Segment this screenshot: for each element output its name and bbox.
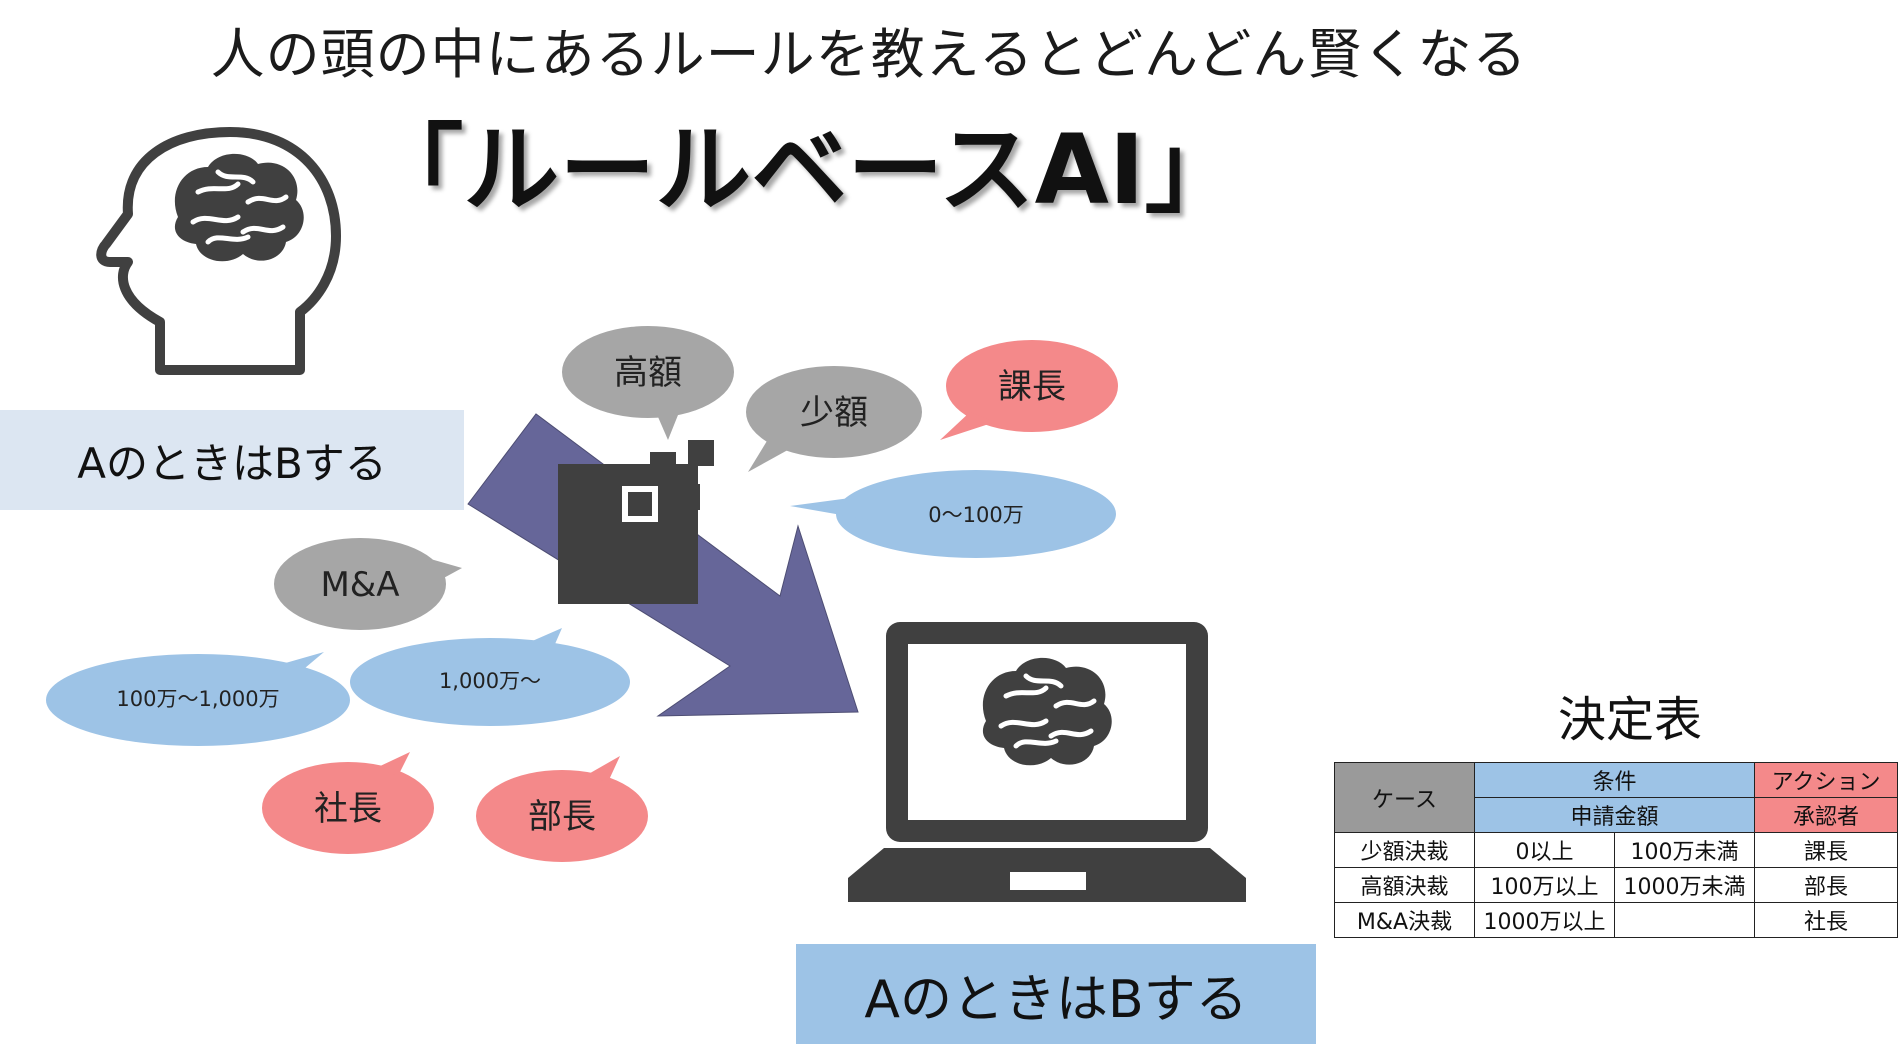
svg-text:部長: 部長 — [528, 797, 596, 837]
svg-text:1,000万～: 1,000万～ — [439, 669, 541, 693]
decision-table-title: 決定表 — [1557, 692, 1702, 748]
header-action-sub: 承認者 — [1754, 797, 1898, 833]
bubble-director[interactable]: 部長 — [476, 756, 648, 862]
cell-case: 高額決裁 — [1334, 867, 1475, 903]
header-condition-sub: 申請金額 — [1473, 797, 1756, 833]
svg-text:M&A: M&A — [320, 565, 399, 605]
table-row: M&A決裁 1000万以上 社長 — [1334, 902, 1898, 938]
cell-from: 1000万以上 — [1474, 902, 1615, 938]
bubble-president[interactable]: 社長 — [262, 752, 434, 854]
table-row: 高額決裁 100万以上 1000万未満 部長 — [1334, 867, 1898, 903]
bubble-high-amount: 高額 — [562, 326, 734, 440]
cell-to — [1613, 902, 1756, 938]
svg-text:0～100万: 0～100万 — [928, 503, 1023, 527]
bubble-range-high: 1,000万～ — [350, 628, 630, 726]
svg-text:100万～1,000万: 100万～1,000万 — [116, 687, 279, 711]
cell-approver: 課長 — [1754, 832, 1898, 868]
header-condition: 条件 — [1473, 762, 1756, 798]
table-row: 少額決裁 0以上 100万未満 課長 — [1334, 832, 1898, 868]
cell-approver: 社長 — [1754, 902, 1898, 938]
human-head-icon — [96, 127, 341, 375]
human-rule-label: AのときはBする — [0, 410, 464, 510]
cell-case: M&A決裁 — [1334, 902, 1475, 938]
svg-text:社長: 社長 — [314, 789, 382, 829]
svg-text:少額: 少額 — [800, 393, 868, 433]
ai-rule-label: AのときはBする — [796, 944, 1316, 1044]
bubble-section-chief[interactable]: 課長 — [940, 340, 1118, 440]
cell-to: 1000万未満 — [1613, 867, 1756, 903]
ai-brain-icon — [982, 657, 1112, 766]
cell-to: 100万未満 — [1613, 832, 1756, 868]
human-brain-icon — [174, 153, 304, 262]
cell-from: 0以上 — [1474, 832, 1615, 868]
bubble-range-small: 0～100万 — [790, 470, 1116, 558]
cell-approver: 部長 — [1754, 867, 1898, 903]
header-case: ケース — [1334, 762, 1475, 833]
cell-case: 少額決裁 — [1334, 832, 1475, 868]
svg-text:高額: 高額 — [614, 353, 682, 393]
subtitle: 人の頭の中にあるルールを教えるとどんどん賢くなる — [210, 23, 1528, 86]
bubble-range-mid: 100万～1,000万 — [46, 652, 350, 746]
bubble-small-amount: 少額 — [746, 366, 922, 472]
cell-from: 100万以上 — [1474, 867, 1615, 903]
bubble-ma: M&A — [274, 538, 462, 630]
data-blocks-icon — [558, 440, 714, 604]
header-action: アクション — [1754, 762, 1898, 798]
svg-text:課長: 課長 — [998, 367, 1066, 407]
decision-table: ケース 条件 アクション 申請金額 承認者 少額決裁 0以上 100万未満 課長… — [1334, 762, 1898, 938]
page-title: 「ルールベースAI」 — [367, 114, 1241, 226]
